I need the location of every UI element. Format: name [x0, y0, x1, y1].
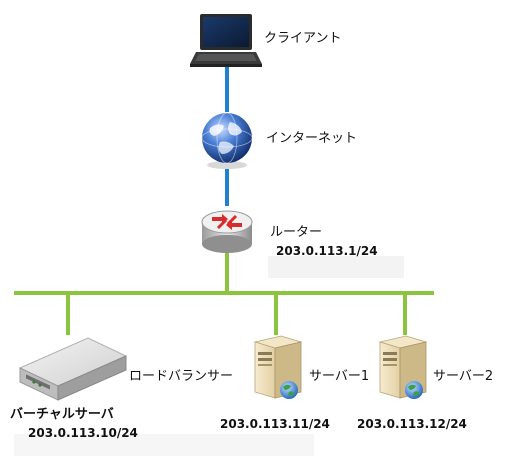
globe-icon	[201, 112, 253, 169]
load-balancer-label: ロードバランサー	[129, 369, 234, 384]
server2-label: サーバー2	[433, 369, 494, 384]
server1-ip: 203.0.113.11/24	[220, 417, 330, 431]
server2-ip: 203.0.113.12/24	[357, 417, 467, 431]
router-label: ルーター	[270, 225, 323, 240]
rack-server-icon	[18, 337, 128, 401]
tower-server-icon	[253, 335, 303, 399]
virtual-server-label: バーチャルサーバ	[10, 407, 114, 422]
tower-server-icon	[378, 335, 428, 399]
router-icon	[201, 210, 253, 253]
server1-label: サーバー1	[309, 369, 370, 384]
label-backdrop	[268, 256, 404, 278]
internet-label: インターネット	[266, 131, 358, 146]
laptop-icon	[190, 14, 262, 67]
client-label: クライアント	[264, 31, 342, 46]
router-ip: 203.0.113.1/24	[276, 244, 378, 258]
label-backdrop	[14, 434, 314, 456]
virtual-server-ip: 203.0.113.10/24	[28, 426, 138, 440]
